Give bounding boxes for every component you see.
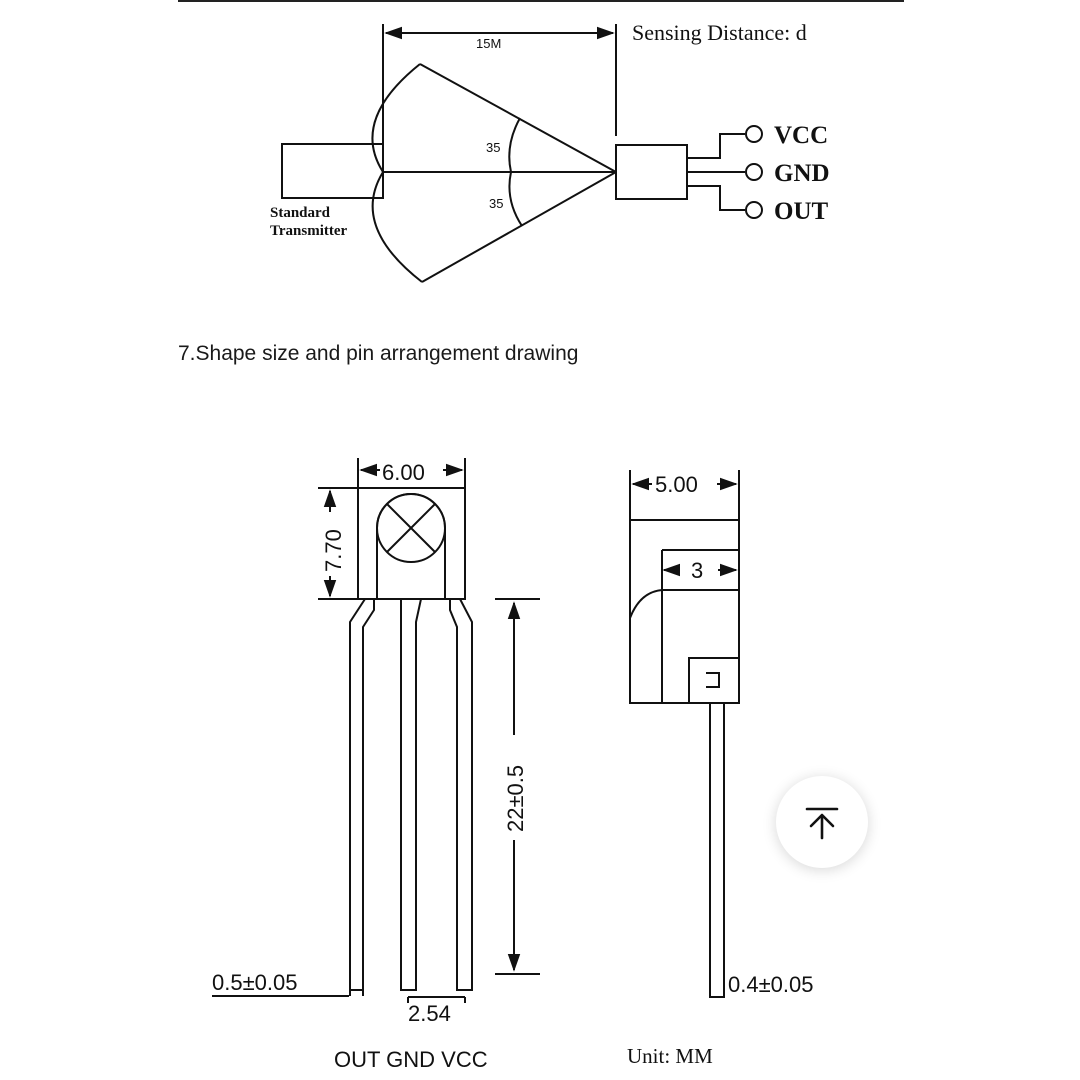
back-to-top-button[interactable] bbox=[776, 776, 868, 868]
side-view-labels: 5.00 3 0.4±0.05 Unit: MM bbox=[627, 472, 813, 1068]
top-divider bbox=[178, 0, 904, 2]
dimension-height-front: 7.70 bbox=[321, 529, 346, 572]
wire-vcc bbox=[687, 133, 745, 159]
lens-circle bbox=[376, 493, 446, 563]
sensing-diagram-labels: 15M Sensing Distance: d 35 35 Standard T… bbox=[270, 20, 830, 239]
wire-out bbox=[687, 185, 745, 211]
pin-label-out: OUT bbox=[774, 198, 829, 225]
pin-terminal-vcc bbox=[745, 125, 763, 143]
side-lead bbox=[709, 703, 725, 998]
dimension-lead-thickness: 0.4±0.05 bbox=[728, 972, 813, 997]
pin-label-vcc: VCC bbox=[774, 122, 828, 149]
pin-terminal-gnd bbox=[745, 163, 763, 181]
transmitter-box bbox=[281, 143, 384, 199]
coverage-arc bbox=[371, 63, 423, 283]
side-view bbox=[629, 470, 740, 998]
pin-label-gnd: GND bbox=[774, 160, 830, 187]
dimension-width-front: 6.00 bbox=[382, 460, 425, 485]
angle-arc-lower bbox=[508, 171, 523, 227]
pin-terminal-out bbox=[745, 201, 763, 219]
receiver-box bbox=[615, 144, 688, 200]
dimension-side-depth: 3 bbox=[691, 558, 703, 583]
lead-gnd bbox=[400, 598, 422, 991]
lead-out bbox=[349, 598, 375, 991]
front-view-labels: 6.00 7.70 22±0.5 0.5±0.05 2.54 OUT GND V… bbox=[212, 460, 528, 1072]
sensing-diagram bbox=[281, 24, 763, 283]
dimension-lead-length: 22±0.5 bbox=[503, 765, 528, 832]
sensing-distance-label: Sensing Distance: d bbox=[632, 20, 807, 45]
dimension-lead-width: 0.5±0.05 bbox=[212, 970, 297, 995]
lead-vcc bbox=[449, 598, 473, 991]
side-window bbox=[688, 657, 740, 704]
distance-label: 15M bbox=[476, 36, 501, 51]
unit-label: Unit: MM bbox=[627, 1044, 713, 1068]
angle-label-lower: 35 bbox=[489, 196, 503, 211]
transmitter-label-line2: Transmitter bbox=[270, 223, 348, 239]
lens-dome bbox=[376, 493, 446, 599]
front-view bbox=[212, 458, 540, 1003]
pin-order-label: OUT GND VCC bbox=[334, 1047, 488, 1072]
angle-label-upper: 35 bbox=[486, 140, 500, 155]
angle-arc-upper bbox=[508, 117, 521, 173]
cone-lower-edge bbox=[421, 171, 617, 283]
dimension-pitch: 2.54 bbox=[408, 1001, 451, 1026]
section-heading: 7.Shape size and pin arrangement drawing bbox=[178, 342, 579, 365]
dimension-width-side: 5.00 bbox=[655, 472, 698, 497]
side-body bbox=[629, 519, 740, 704]
cone-upper-edge bbox=[419, 63, 617, 173]
arrow-up-to-top-icon bbox=[805, 807, 839, 840]
transmitter-label-line1: Standard bbox=[270, 205, 331, 221]
front-body bbox=[357, 487, 466, 600]
